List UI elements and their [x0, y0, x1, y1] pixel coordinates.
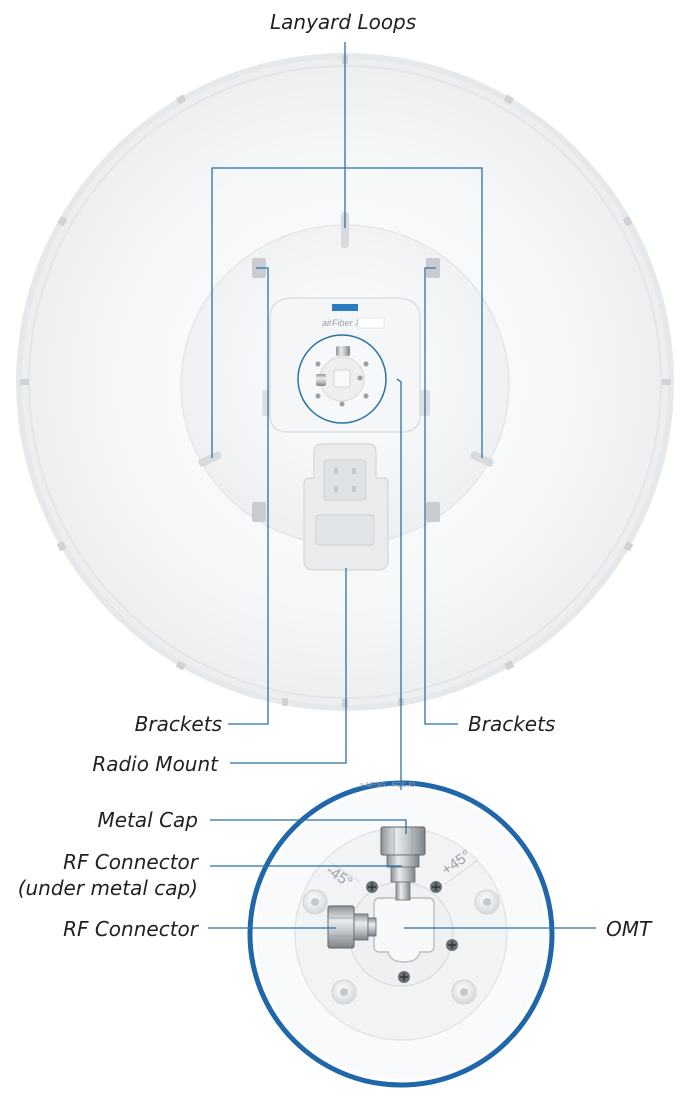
leader-brackets-left	[228, 267, 269, 725]
product-brand-label: airFiber X	[322, 318, 362, 328]
label-rf-connector-under-cap-line1: RF Connector	[63, 850, 198, 874]
label-radio-mount: Radio Mount	[92, 752, 218, 776]
leader-lanyard-sides	[211, 167, 483, 458]
label-omt: OMT	[606, 917, 652, 941]
omt	[373, 897, 435, 963]
leader-metal-cap	[210, 819, 407, 834]
label-rf-connector-under-cap-line2: (under metal cap)	[17, 876, 198, 900]
rim-clips	[20, 55, 671, 708]
rf-connector-top	[390, 865, 416, 901]
label-metal-cap: Metal Cap	[97, 808, 199, 832]
mounting-bumps	[302, 889, 500, 1005]
lanyard-loops	[198, 212, 494, 467]
metal-cap	[380, 826, 426, 868]
label-rf-connector: RF Connector	[63, 917, 198, 941]
label-brackets-right: Brackets	[468, 712, 556, 736]
dish-back-view: airFiber X	[16, 53, 674, 711]
leader-lines	[208, 42, 596, 929]
omt-detail-view: x AF-5G · FCC ID -45° +45°	[247, 780, 555, 1088]
screws	[366, 881, 458, 983]
label-lanyard-loops: Lanyard Loops	[270, 10, 417, 34]
rf-connector-side	[327, 905, 377, 949]
svg-text:x AF-5G · FCC ID: x AF-5G · FCC ID	[360, 782, 415, 789]
leader-brackets-right	[424, 267, 458, 725]
leader-omt-detail	[396, 378, 402, 790]
leader-radio-mount	[230, 568, 347, 764]
label-brackets-left: Brackets	[134, 712, 222, 736]
